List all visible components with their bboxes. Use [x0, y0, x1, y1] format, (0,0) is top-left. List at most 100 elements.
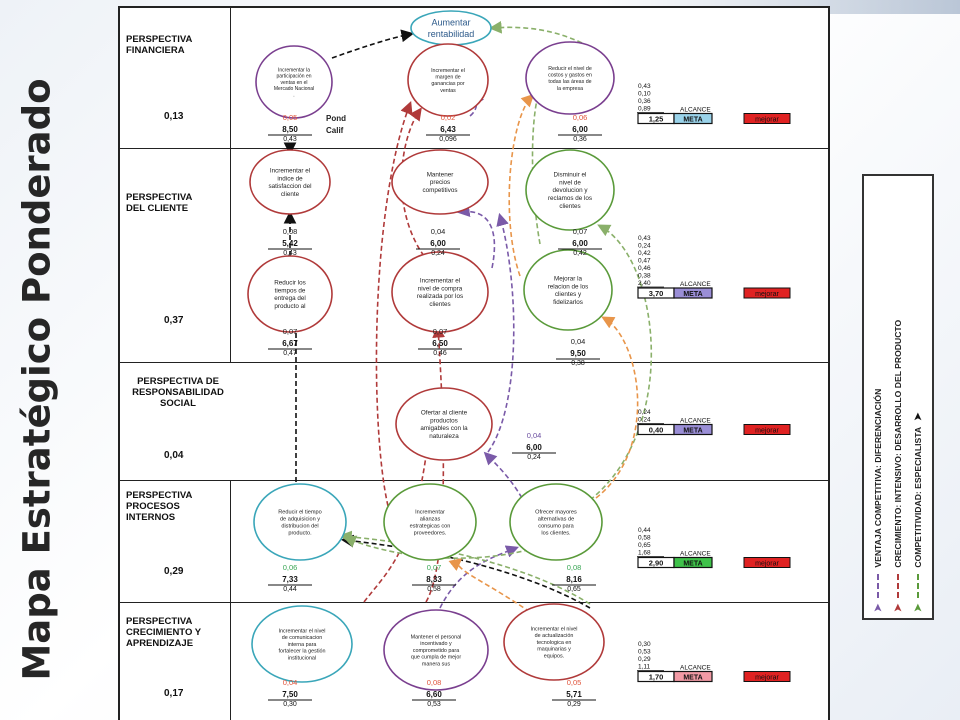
- total-value: 1,70: [649, 673, 664, 682]
- objective-ellipse: [395, 387, 493, 461]
- score-block: 0,026,430,096: [426, 113, 470, 143]
- meta-box: [673, 112, 713, 125]
- mejorar-box[interactable]: [743, 557, 791, 568]
- score-result: 0,43: [283, 250, 297, 257]
- summary-value: 1,68: [638, 550, 651, 557]
- alcance-label: ALCANCE: [680, 107, 711, 114]
- arrow-layer: [283, 20, 653, 613]
- score-pond: 0,07: [573, 227, 588, 236]
- summary-value: 0,46: [638, 265, 651, 272]
- legend-dash-icon: [917, 573, 919, 598]
- legend-row-crecimiento: ➤ CRECIMIENTO: INTENSIVO: DESARROLLO DEL…: [888, 182, 908, 612]
- score-calif: 8,16: [566, 575, 582, 584]
- summary-value: 0,29: [638, 656, 651, 663]
- score-result: 0,65: [567, 586, 581, 593]
- summary-value: 0,43: [638, 83, 651, 90]
- legend-dash-icon: [897, 573, 899, 598]
- score-pond: 0,02: [441, 113, 456, 122]
- alcance-label: ALCANCE: [680, 665, 711, 672]
- total-value: 2,90: [649, 559, 664, 568]
- legend-text: CRECIMIENTO: INTENSIVO: DESARROLLO DEL P…: [893, 319, 903, 568]
- score-block: 0,08 8,16 0,65: [552, 563, 596, 593]
- meta-label: META: [683, 428, 702, 435]
- calif-label: Calif: [326, 126, 344, 135]
- summary-value: 2,40: [638, 280, 651, 287]
- mejorar-box[interactable]: [743, 113, 791, 124]
- objective-ellipse: [247, 255, 333, 333]
- score-pond: 0,08: [283, 227, 298, 236]
- mejorar-label: mejorar: [755, 117, 779, 124]
- mejorar-box[interactable]: [743, 287, 791, 299]
- mejorar-box[interactable]: [743, 424, 791, 435]
- relation-arrow: [375, 101, 413, 507]
- perspective-name-financiera: PERSPECTIVA FINANCIERA: [126, 34, 193, 56]
- summary-value: 0,43: [638, 235, 651, 242]
- page-title-container: Mapa Estratégico Ponderado: [2, 78, 72, 680]
- score-result: 0,096: [439, 136, 457, 143]
- legend-box: ➤ VENTAJA COMPETITIVA: DIFERENCIACIÓN ➤ …: [862, 174, 934, 620]
- legend-arrow-icon: ➤: [872, 603, 884, 612]
- column-separator: [230, 8, 231, 362]
- row-divider: [120, 602, 828, 603]
- score-block: 0,055,710,29: [552, 678, 596, 708]
- perspective-weight-social: 0,04: [164, 450, 184, 461]
- column-separator: [230, 480, 231, 720]
- row-divider: [120, 148, 828, 149]
- meta-label: META: [683, 117, 702, 124]
- summary-value: 0,58: [638, 535, 651, 542]
- score-calif: 8,50: [282, 125, 298, 134]
- summary-value: 0,53: [638, 649, 651, 656]
- score-calif: 6,60: [426, 690, 442, 699]
- summary-value: 0,24: [638, 409, 651, 416]
- score-result: 0,43: [283, 136, 297, 143]
- score-pond: 0,07: [427, 563, 442, 572]
- summary-value: 0,44: [638, 527, 651, 534]
- legend-dash-icon: [877, 573, 879, 598]
- mejorar-box[interactable]: [743, 671, 791, 682]
- score-calif: 6,00: [526, 443, 542, 452]
- summary-value: 0,30: [638, 641, 651, 648]
- score-calif: 9,50: [570, 349, 586, 358]
- summary-value: 0,36: [638, 98, 651, 105]
- alcance-label: ALCANCE: [680, 418, 711, 425]
- score-calif: 7,50: [282, 690, 298, 699]
- summary-value: 0,24: [638, 243, 651, 250]
- objective-ellipse: [253, 483, 347, 561]
- objective-ellipse: [407, 43, 489, 117]
- score-block: 0,058,500,43: [268, 113, 312, 143]
- legend-arrow-icon: ➤: [892, 603, 904, 612]
- legend-row-competitividad: ➤ COMPETITIVIDAD: ESPECIALISTA ➤: [908, 182, 928, 612]
- alcance-label: ALCANCE: [680, 551, 711, 558]
- total-value: 3,70: [649, 289, 664, 298]
- score-pond: 0,08: [567, 563, 582, 572]
- legend-row-diferenciacion: ➤ VENTAJA COMPETITIVA: DIFERENCIACIÓN: [868, 182, 888, 612]
- score-pond: 0,05: [567, 678, 582, 687]
